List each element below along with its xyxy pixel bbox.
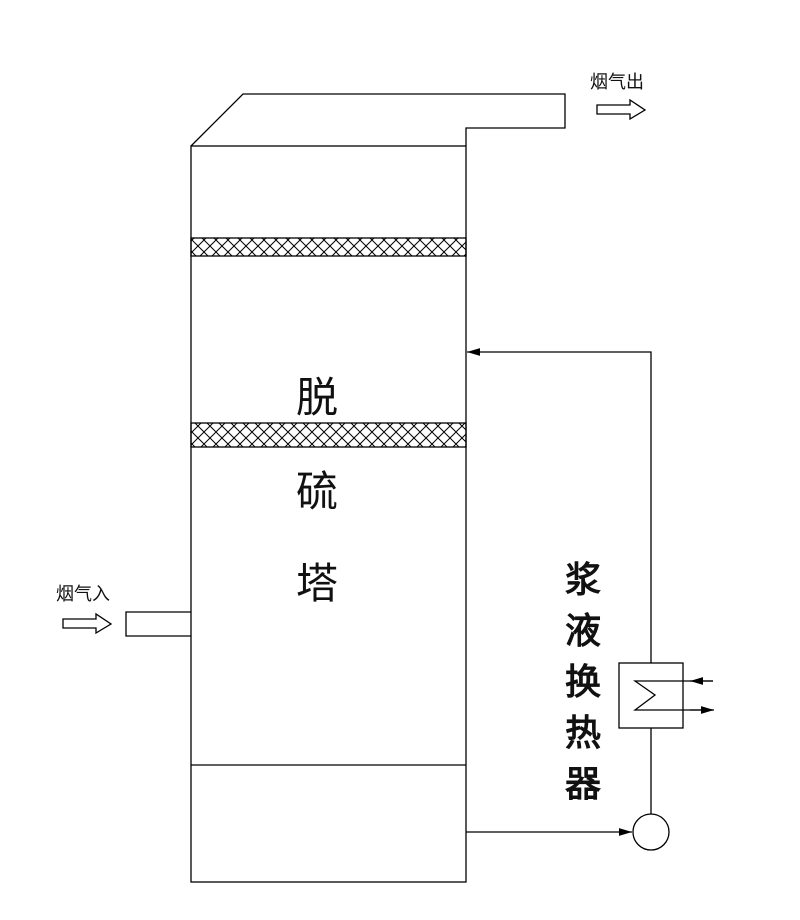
svg-text:塔: 塔 (296, 559, 338, 608)
return-pipe (467, 348, 652, 663)
svg-text:液: 液 (565, 611, 601, 652)
mesh-layer-upper (190, 237, 467, 257)
svg-text:器: 器 (565, 764, 602, 805)
svg-text:热: 热 (565, 713, 601, 754)
svg-text:脱: 脱 (296, 373, 338, 422)
svg-text:浆: 浆 (565, 560, 601, 601)
desulfurization-tower (190, 145, 467, 883)
heat-exchanger-coil (632, 680, 713, 711)
heat-exchanger (618, 662, 684, 729)
mesh-layer-lower (190, 422, 467, 448)
svg-text:换: 换 (565, 662, 601, 703)
svg-text:硫: 硫 (296, 467, 338, 516)
tower-label: 脱 硫 塔 (296, 373, 338, 608)
flue-gas-in-label: 烟气入 (56, 584, 110, 605)
flue-gas-out-label: 烟气出 (590, 72, 644, 93)
outlet-arrow-icon (596, 98, 647, 121)
inlet-arrow-icon (62, 612, 113, 635)
tower-outlet-duct (190, 93, 566, 147)
inlet-duct (125, 611, 191, 637)
pump (632, 813, 670, 851)
heat-exchanger-label: 浆 液 换 热 器 (565, 560, 602, 805)
